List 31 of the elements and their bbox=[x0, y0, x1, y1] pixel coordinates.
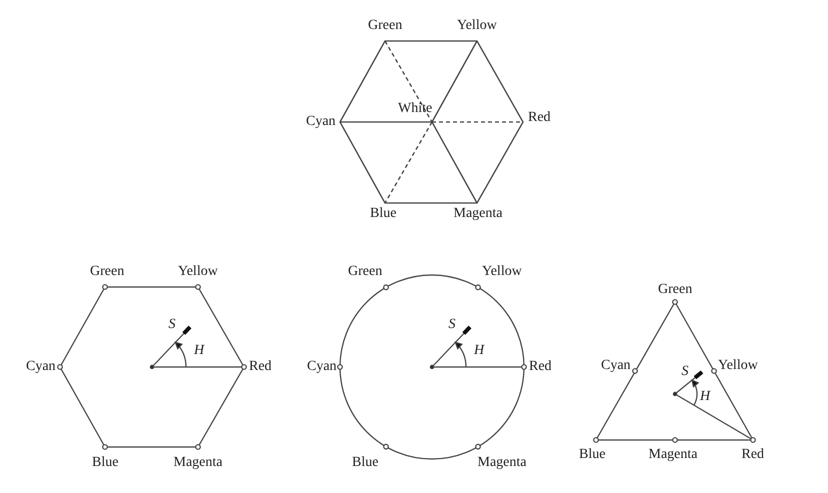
angle-label: H bbox=[700, 389, 710, 405]
color-label: Red bbox=[249, 359, 272, 375]
color-label: White bbox=[398, 101, 432, 117]
color-label: Yellow bbox=[482, 264, 522, 280]
color-label: Yellow bbox=[718, 358, 758, 374]
angle-label: H bbox=[194, 343, 204, 359]
color-label: Yellow bbox=[457, 18, 497, 34]
color-label: Red bbox=[528, 110, 551, 126]
color-label: Red bbox=[529, 359, 552, 375]
color-label: Magenta bbox=[454, 206, 502, 222]
color-label: Green bbox=[348, 264, 382, 280]
color-label: Yellow bbox=[178, 264, 218, 280]
color-label: Cyan bbox=[307, 359, 337, 375]
color-label: Cyan bbox=[26, 359, 56, 375]
color-label: Cyan bbox=[601, 358, 631, 374]
color-label: Blue bbox=[352, 455, 378, 471]
color-label: Magenta bbox=[478, 455, 526, 471]
angle-label: S bbox=[682, 364, 688, 380]
color-label: Red bbox=[742, 447, 764, 463]
angle-label: S bbox=[168, 317, 176, 333]
color-label: Magenta bbox=[648, 447, 698, 463]
color-label: Green bbox=[90, 264, 124, 280]
color-label: Green bbox=[658, 282, 692, 298]
angle-label: H bbox=[474, 343, 484, 359]
color-label: Cyan bbox=[306, 114, 336, 130]
color-label: Blue bbox=[370, 206, 396, 222]
color-label: Blue bbox=[92, 455, 118, 471]
color-label: Magenta bbox=[174, 455, 222, 471]
color-label: Blue bbox=[579, 447, 606, 463]
angle-label: S bbox=[448, 317, 456, 333]
color-label: Green bbox=[368, 18, 402, 34]
